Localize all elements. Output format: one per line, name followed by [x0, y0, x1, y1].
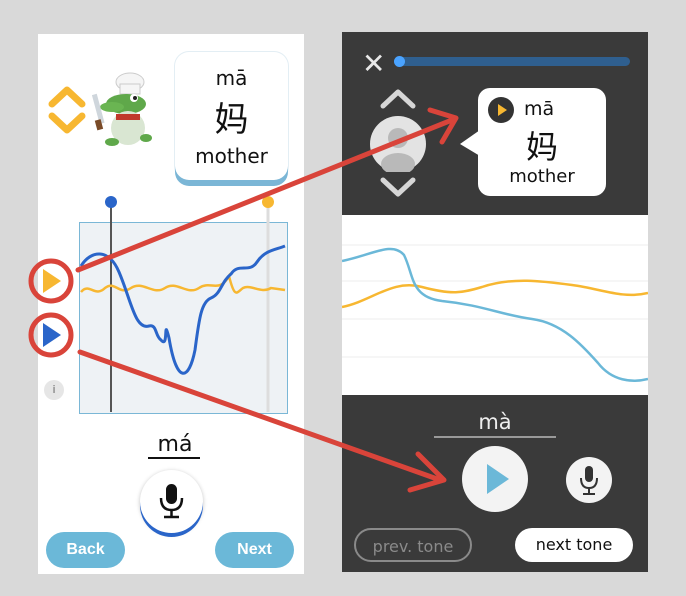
progress-bar [394, 57, 630, 66]
close-icon[interactable]: ✕ [362, 47, 386, 80]
bubble-play-button[interactable] [488, 97, 514, 123]
pitch-chart-overlay[interactable] [79, 190, 289, 420]
reference-pitch-line [80, 272, 286, 294]
microphone-icon [159, 484, 184, 519]
play-orange-icon [43, 269, 61, 293]
user-pitch-line [79, 244, 286, 375]
tone-chevrons[interactable] [378, 86, 418, 200]
user-pitch-line [342, 247, 648, 382]
reference-pitch-line [342, 279, 648, 309]
play-blue-icon [43, 323, 61, 347]
play-icon [498, 104, 507, 116]
word-bubble: mā 妈 mother [175, 52, 288, 180]
bubble-hanzi: 妈 [525, 128, 558, 166]
next-button[interactable]: Next [215, 532, 294, 568]
play-reference-button[interactable] [26, 256, 76, 306]
microphone-icon [580, 466, 598, 495]
bubble-meaning: mother [509, 166, 575, 187]
record-button[interactable] [140, 470, 203, 533]
bubble-pinyin: mā [215, 66, 248, 90]
bubble-hanzi: 妈 [214, 100, 249, 140]
record-button[interactable] [566, 457, 612, 503]
prev-tone-button[interactable]: prev. tone [354, 528, 472, 562]
play-icon [487, 464, 509, 494]
bubble-pinyin: mā [524, 98, 555, 120]
tone-chevrons[interactable] [48, 84, 86, 136]
chevron-up-icon [380, 89, 416, 109]
crocodile-chef-mascot [91, 72, 152, 146]
timeline-end-handle [262, 196, 274, 208]
play-recording-button[interactable] [26, 310, 76, 360]
pitch-chart-overlay [342, 244, 648, 382]
progress-indicator [394, 56, 405, 67]
back-button[interactable]: Back [46, 532, 125, 568]
timeline-handle [105, 196, 117, 208]
info-button[interactable]: i [44, 380, 64, 400]
chevron-up-icon [48, 86, 86, 108]
bubble-tail [460, 130, 480, 156]
tone-label: mà [478, 410, 512, 434]
play-button[interactable] [462, 446, 528, 512]
bubble-meaning: mother [195, 144, 268, 168]
chevron-down-icon [48, 112, 86, 134]
chevron-down-icon [380, 177, 416, 197]
next-tone-button[interactable]: next tone [515, 528, 633, 562]
tone-label: má [157, 432, 193, 457]
tone-underline [148, 457, 200, 459]
annotation-arrow-bottom [77, 349, 443, 483]
bubble-tail [162, 88, 178, 114]
annotation-arrow-top [75, 117, 455, 273]
tone-underline [434, 436, 556, 438]
